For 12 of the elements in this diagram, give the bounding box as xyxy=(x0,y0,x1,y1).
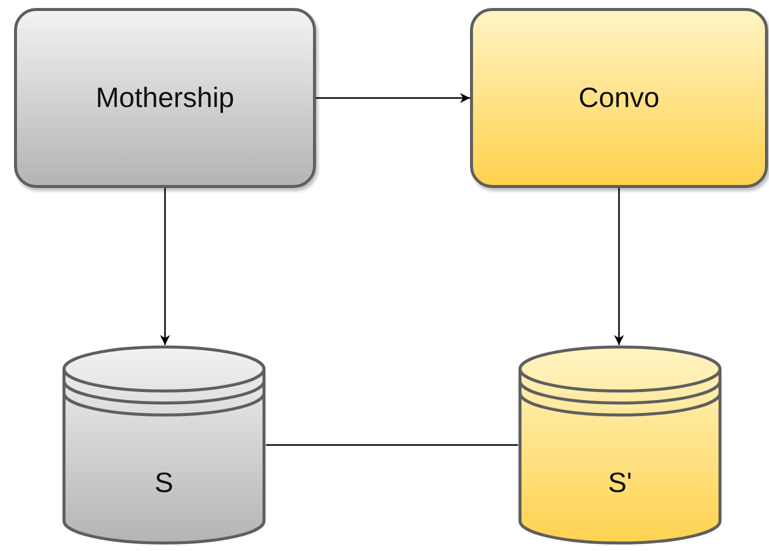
arrow xyxy=(614,188,624,345)
node-label: S' xyxy=(608,467,632,499)
arrow xyxy=(160,188,170,345)
arrow xyxy=(316,93,470,103)
node-label: Convo xyxy=(578,82,660,114)
process-box xyxy=(470,8,768,188)
node-label: Mothership xyxy=(96,82,234,114)
database-cylinder xyxy=(518,345,722,545)
database-cylinder xyxy=(62,345,266,545)
process-box xyxy=(14,8,316,188)
connector-line xyxy=(266,444,518,446)
node-label: S xyxy=(154,467,174,499)
